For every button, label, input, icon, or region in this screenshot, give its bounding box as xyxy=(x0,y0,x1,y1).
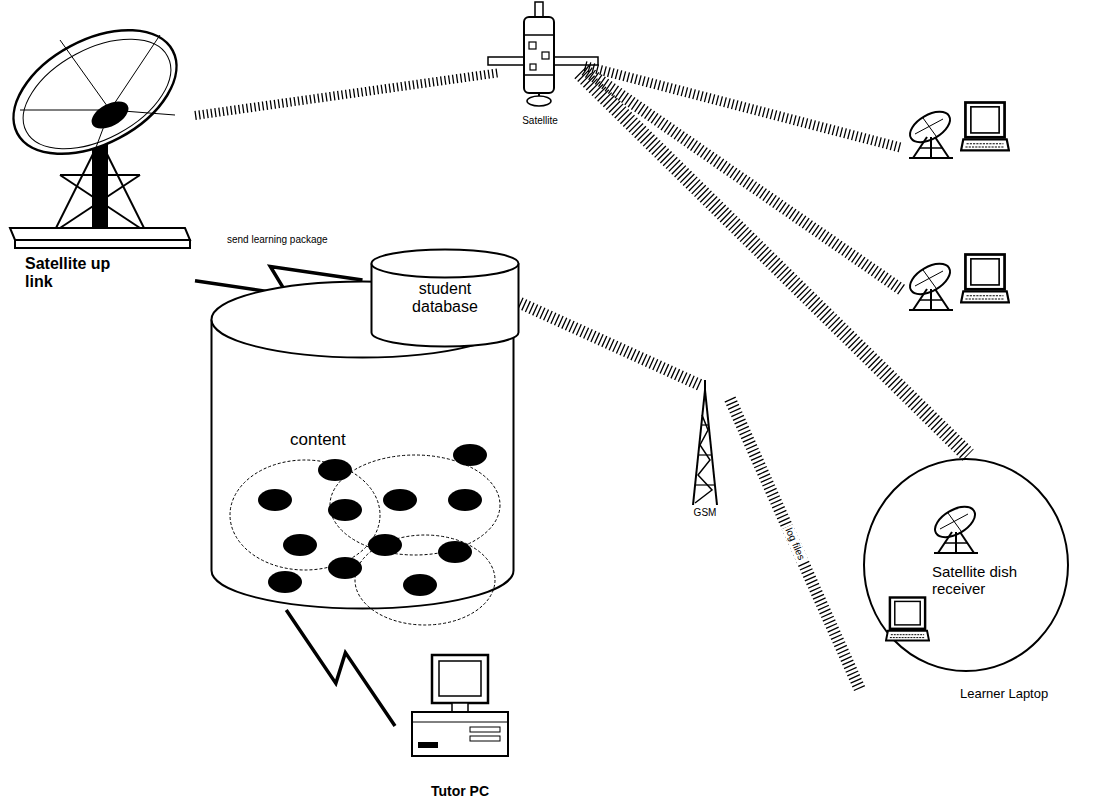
edge-label: log files xyxy=(782,525,808,565)
edge-label: send learning package xyxy=(225,234,330,246)
uplink-node: Satellite up link xyxy=(5,30,195,315)
satellite-node: Satellite xyxy=(500,0,583,132)
gsm-node: GSM xyxy=(680,385,733,525)
wireless-beam xyxy=(195,73,500,116)
uplink-node-outline xyxy=(5,30,195,315)
node-label: content xyxy=(290,430,390,450)
uplink-dish xyxy=(0,5,197,248)
database-cylinder: student database xyxy=(370,248,520,348)
node-label: Satellite xyxy=(500,115,580,127)
satellite-node-outline xyxy=(500,0,580,132)
node-label: Learner Laptop xyxy=(960,687,1090,702)
wireless-beam xyxy=(580,73,968,455)
wireless-beam xyxy=(520,303,700,385)
learner-station xyxy=(905,255,1009,311)
satellite-beam xyxy=(585,70,902,290)
lightning-link xyxy=(286,610,395,726)
learner-circle: Satellite dish receiverLearner Laptop xyxy=(860,455,1095,710)
tutor-pc-icon xyxy=(412,655,508,756)
gsm-tower xyxy=(693,380,717,505)
node-label: student database xyxy=(385,280,505,317)
wireless-beam xyxy=(730,399,860,690)
database-cylinder-outline xyxy=(370,248,520,348)
tutor-pc-node-outline xyxy=(395,650,525,802)
node-label: Satellite dish receiver xyxy=(932,563,1052,598)
node-label: GSM xyxy=(680,507,730,519)
satellite-icon xyxy=(488,2,598,106)
learner-station xyxy=(905,103,1009,159)
node-label: Satellite up link xyxy=(25,255,125,292)
node-label: Tutor PC xyxy=(395,783,525,799)
gsm-node-outline xyxy=(680,385,730,525)
tutor-pc-node: Tutor PC xyxy=(395,650,528,802)
